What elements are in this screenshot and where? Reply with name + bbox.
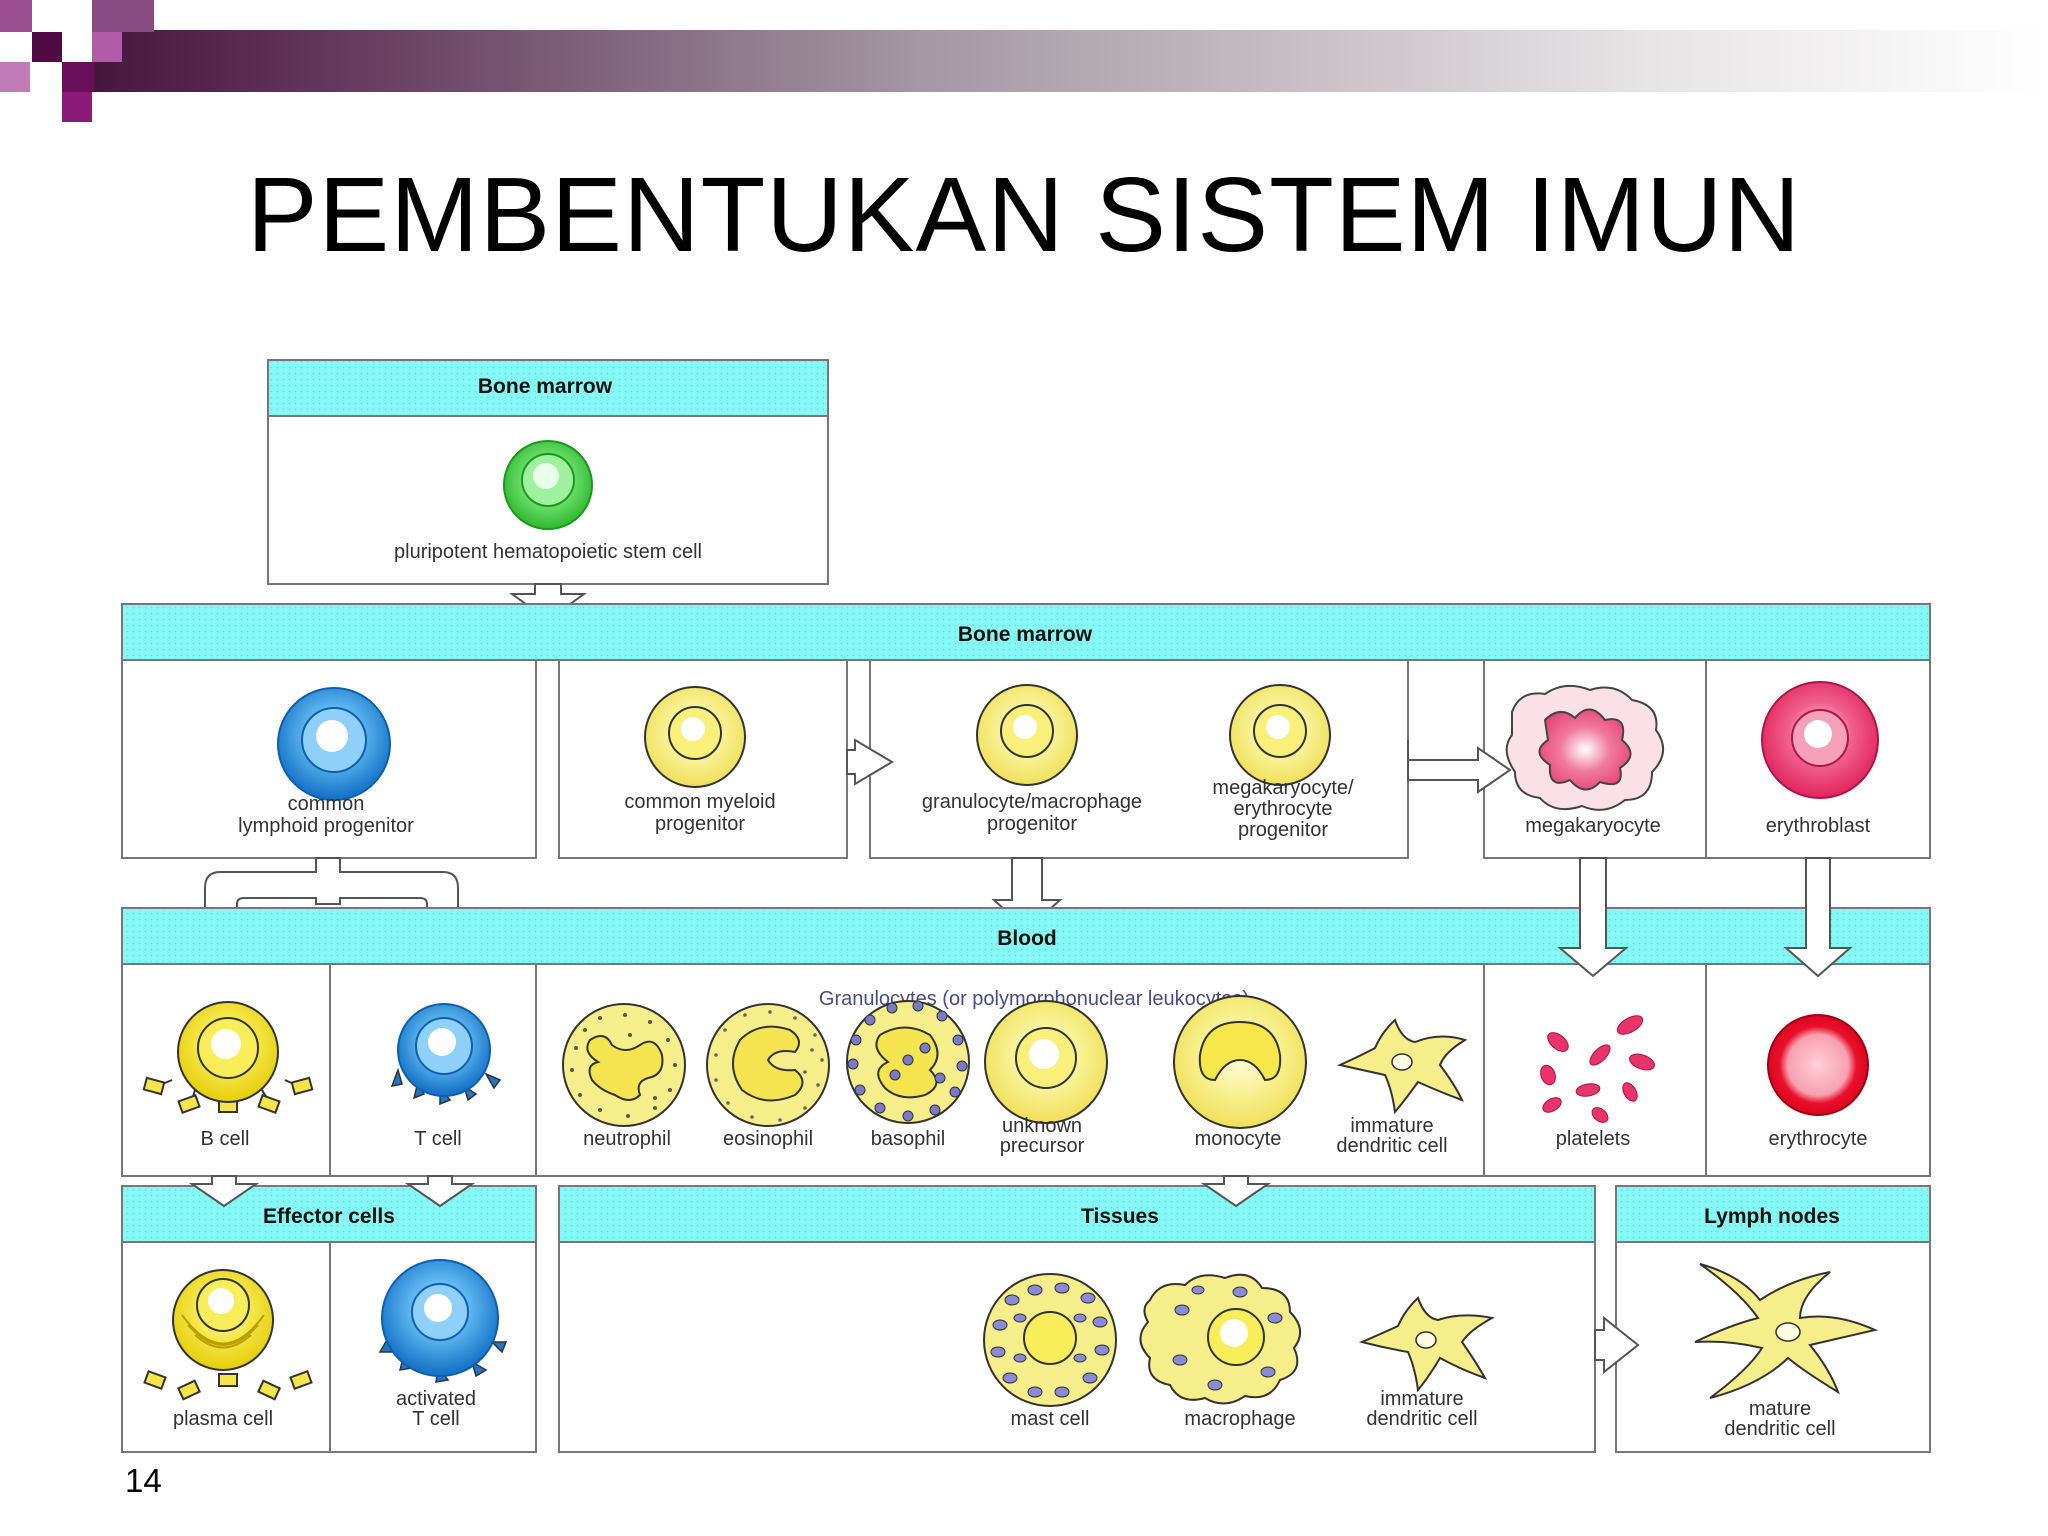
label-granmac-1: granulocyte/macrophage (922, 791, 1142, 813)
label-act-t-1: activated (396, 1388, 476, 1410)
megakaryocyte-erythrocyte-progenitor-icon (1229, 684, 1331, 786)
arrow-tissues-to-lymph (1594, 1315, 1640, 1375)
arrows-blood-to-effectors (188, 1175, 1272, 1208)
page-number: 14 (125, 1462, 162, 1499)
label-megaery-2: erythrocyte (1234, 798, 1333, 820)
label-mature-dc-1: mature (1749, 1398, 1811, 1420)
label-lymphoid-2: lymphoid progenitor (238, 815, 414, 837)
t-cell-icon (390, 1003, 502, 1106)
label-basophil: basophil (871, 1128, 946, 1150)
stem-cell-icon (503, 440, 593, 530)
label-macrophage: macrophage (1184, 1408, 1295, 1430)
basophil-icon (846, 1000, 970, 1124)
label-imm-dc-blood-2: dendritic cell (1336, 1135, 1447, 1157)
neutrophil-icon (562, 1003, 686, 1127)
label-imm-dc-blood-1: immature (1350, 1115, 1433, 1137)
label-myeloid-2: progenitor (655, 813, 745, 835)
arrows-into-blood (1557, 857, 1853, 978)
erythrocyte-icon (1767, 1014, 1869, 1116)
label-act-t-2: T cell (412, 1408, 459, 1430)
arrows-marrow-row (846, 738, 1512, 794)
label-eosinophil: eosinophil (723, 1128, 813, 1150)
eosinophil-icon (706, 1003, 830, 1127)
slide-title: PEMBENTUKAN SISTEM IMUN (246, 156, 1802, 274)
label-plasma-cell: plasma cell (173, 1408, 273, 1430)
header-gradient-band (0, 30, 2048, 92)
mast-cell-icon (983, 1273, 1117, 1407)
header-logo-squares (0, 0, 154, 122)
panel-bone-marrow: Bone marrow common lymphoid progenitor c… (121, 603, 1931, 859)
label-imm-dc-tissue-1: immature (1380, 1388, 1463, 1410)
slide-header-band (0, 0, 2048, 122)
platelets-icon (1540, 1015, 1655, 1123)
label-t-cell: T cell (414, 1128, 461, 1150)
header-effector-cells: Effector cells (263, 1205, 395, 1228)
granulocyte-macrophage-progenitor-icon (976, 684, 1078, 786)
plasma-cell-icon (143, 1269, 313, 1401)
label-neutrophil: neutrophil (583, 1128, 671, 1150)
immature-dendritic-cell-blood-icon (1336, 1018, 1468, 1115)
header-bone-marrow-top: Bone marrow (478, 375, 613, 398)
header-bone-marrow: Bone marrow (958, 623, 1093, 646)
label-monocyte: monocyte (1195, 1128, 1282, 1150)
myeloid-progenitor-icon (644, 686, 746, 788)
label-megakaryocyte: megakaryocyte (1525, 815, 1661, 837)
megakaryocyte-icon (1505, 684, 1664, 811)
header-tissues: Tissues (1081, 1205, 1159, 1228)
label-mast-cell: mast cell (1011, 1408, 1090, 1430)
monocyte-icon (1173, 995, 1307, 1129)
label-erythroblast: erythroblast (1766, 815, 1871, 837)
label-b-cell: B cell (201, 1128, 250, 1150)
label-megaery-3: progenitor (1238, 819, 1328, 841)
label-mature-dc-2: dendritic cell (1724, 1418, 1835, 1440)
panel-stem-cell: Bone marrow pluripotent hematopoietic st… (267, 359, 829, 585)
panel-blood: Blood Granulocytes (or polymorphonuclear… (121, 907, 1931, 1177)
label-platelets: platelets (1556, 1128, 1631, 1150)
header-lymph-nodes: Lymph nodes (1704, 1205, 1840, 1228)
b-cell-icon (142, 1001, 314, 1114)
panel-effector-cells: Effector cells plasma cell (121, 1185, 537, 1453)
header-blood: Blood (997, 927, 1056, 950)
mature-dendritic-cell-icon (1694, 1263, 1879, 1399)
macrophage-icon (1139, 1273, 1301, 1405)
panel-tissues: Tissues mast cell macrophage (558, 1185, 1596, 1453)
label-lymphoid-1: common (288, 793, 365, 815)
label-granmac-2: progenitor (987, 813, 1077, 835)
activated-t-cell-icon (378, 1259, 508, 1383)
lymphoid-progenitor-icon (277, 687, 391, 801)
label-erythrocyte: erythrocyte (1769, 1128, 1868, 1150)
unknown-precursor-icon (984, 1000, 1108, 1124)
arrows-lymphoid-split (187, 857, 476, 980)
immature-dendritic-cell-tissue-icon (1358, 1296, 1495, 1393)
label-imm-dc-tissue-2: dendritic cell (1366, 1408, 1477, 1430)
label-megaery-1: megakaryocyte/ (1212, 777, 1354, 799)
panel-lymph-nodes: Lymph nodes mature dendritic cell (1615, 1185, 1931, 1453)
label-stem-cell: pluripotent hematopoietic stem cell (394, 541, 702, 563)
erythroblast-icon (1761, 681, 1879, 799)
label-myeloid-1: common myeloid (624, 791, 775, 813)
label-unknown-2: precursor (1000, 1135, 1085, 1157)
label-unknown-1: unknown (1002, 1115, 1082, 1137)
